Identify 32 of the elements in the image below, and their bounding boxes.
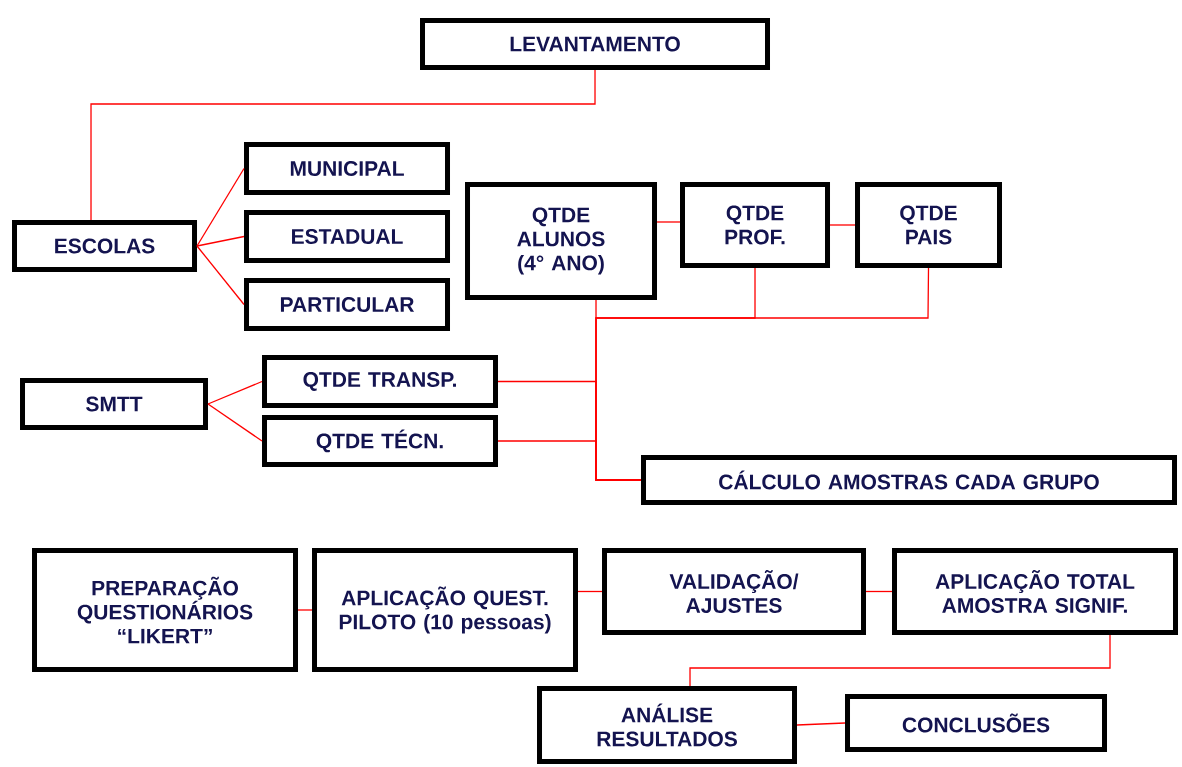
process-box: SMTT: [20, 378, 208, 430]
connector-line: [829, 224, 856, 226]
connector-line: [689, 634, 1111, 687]
process-box: LEVANTAMENTO: [420, 18, 770, 70]
connector-line: [196, 235, 245, 247]
process-box: QTDE PAIS: [855, 182, 1002, 268]
process-box: QTDE PROF.: [680, 182, 830, 268]
connector-line: [196, 245, 245, 306]
process-box: APLICAÇÃO QUEST. PILOTO (10 pessoas): [312, 548, 578, 672]
connector-line: [90, 69, 596, 221]
connector-line: [297, 609, 313, 611]
connector-line: [796, 722, 846, 726]
connector-line: [207, 380, 263, 405]
process-box: PARTICULAR: [244, 278, 450, 331]
connector-line: [577, 590, 603, 593]
process-box: MUNICIPAL: [244, 142, 450, 195]
process-box: ANÁLISE RESULTADOS: [537, 686, 797, 764]
connector-line: [196, 167, 245, 247]
process-box: QTDE TÉCN.: [262, 415, 498, 467]
process-box: ESCOLAS: [12, 220, 197, 272]
process-box: VALIDAÇÃO/ AJUSTES: [602, 548, 866, 635]
connector-line: [656, 221, 681, 223]
process-box: PREPARAÇÃO QUESTIONÁRIOS “LIKERT”: [32, 548, 298, 672]
process-box: CÁLCULO AMOSTRAS CADA GRUPO: [641, 455, 1177, 505]
process-box: APLICAÇÃO TOTAL AMOSTRA SIGNIF.: [892, 548, 1178, 635]
process-box: QTDE TRANSP.: [262, 355, 498, 408]
process-box: ESTADUAL: [244, 210, 450, 263]
process-box: QTDE ALUNOS (4° ANO): [465, 182, 657, 300]
connector-line: [207, 403, 263, 442]
connector-line: [497, 440, 642, 481]
process-box: CONCLUSÕES: [845, 694, 1107, 752]
connector-line: [865, 590, 893, 593]
